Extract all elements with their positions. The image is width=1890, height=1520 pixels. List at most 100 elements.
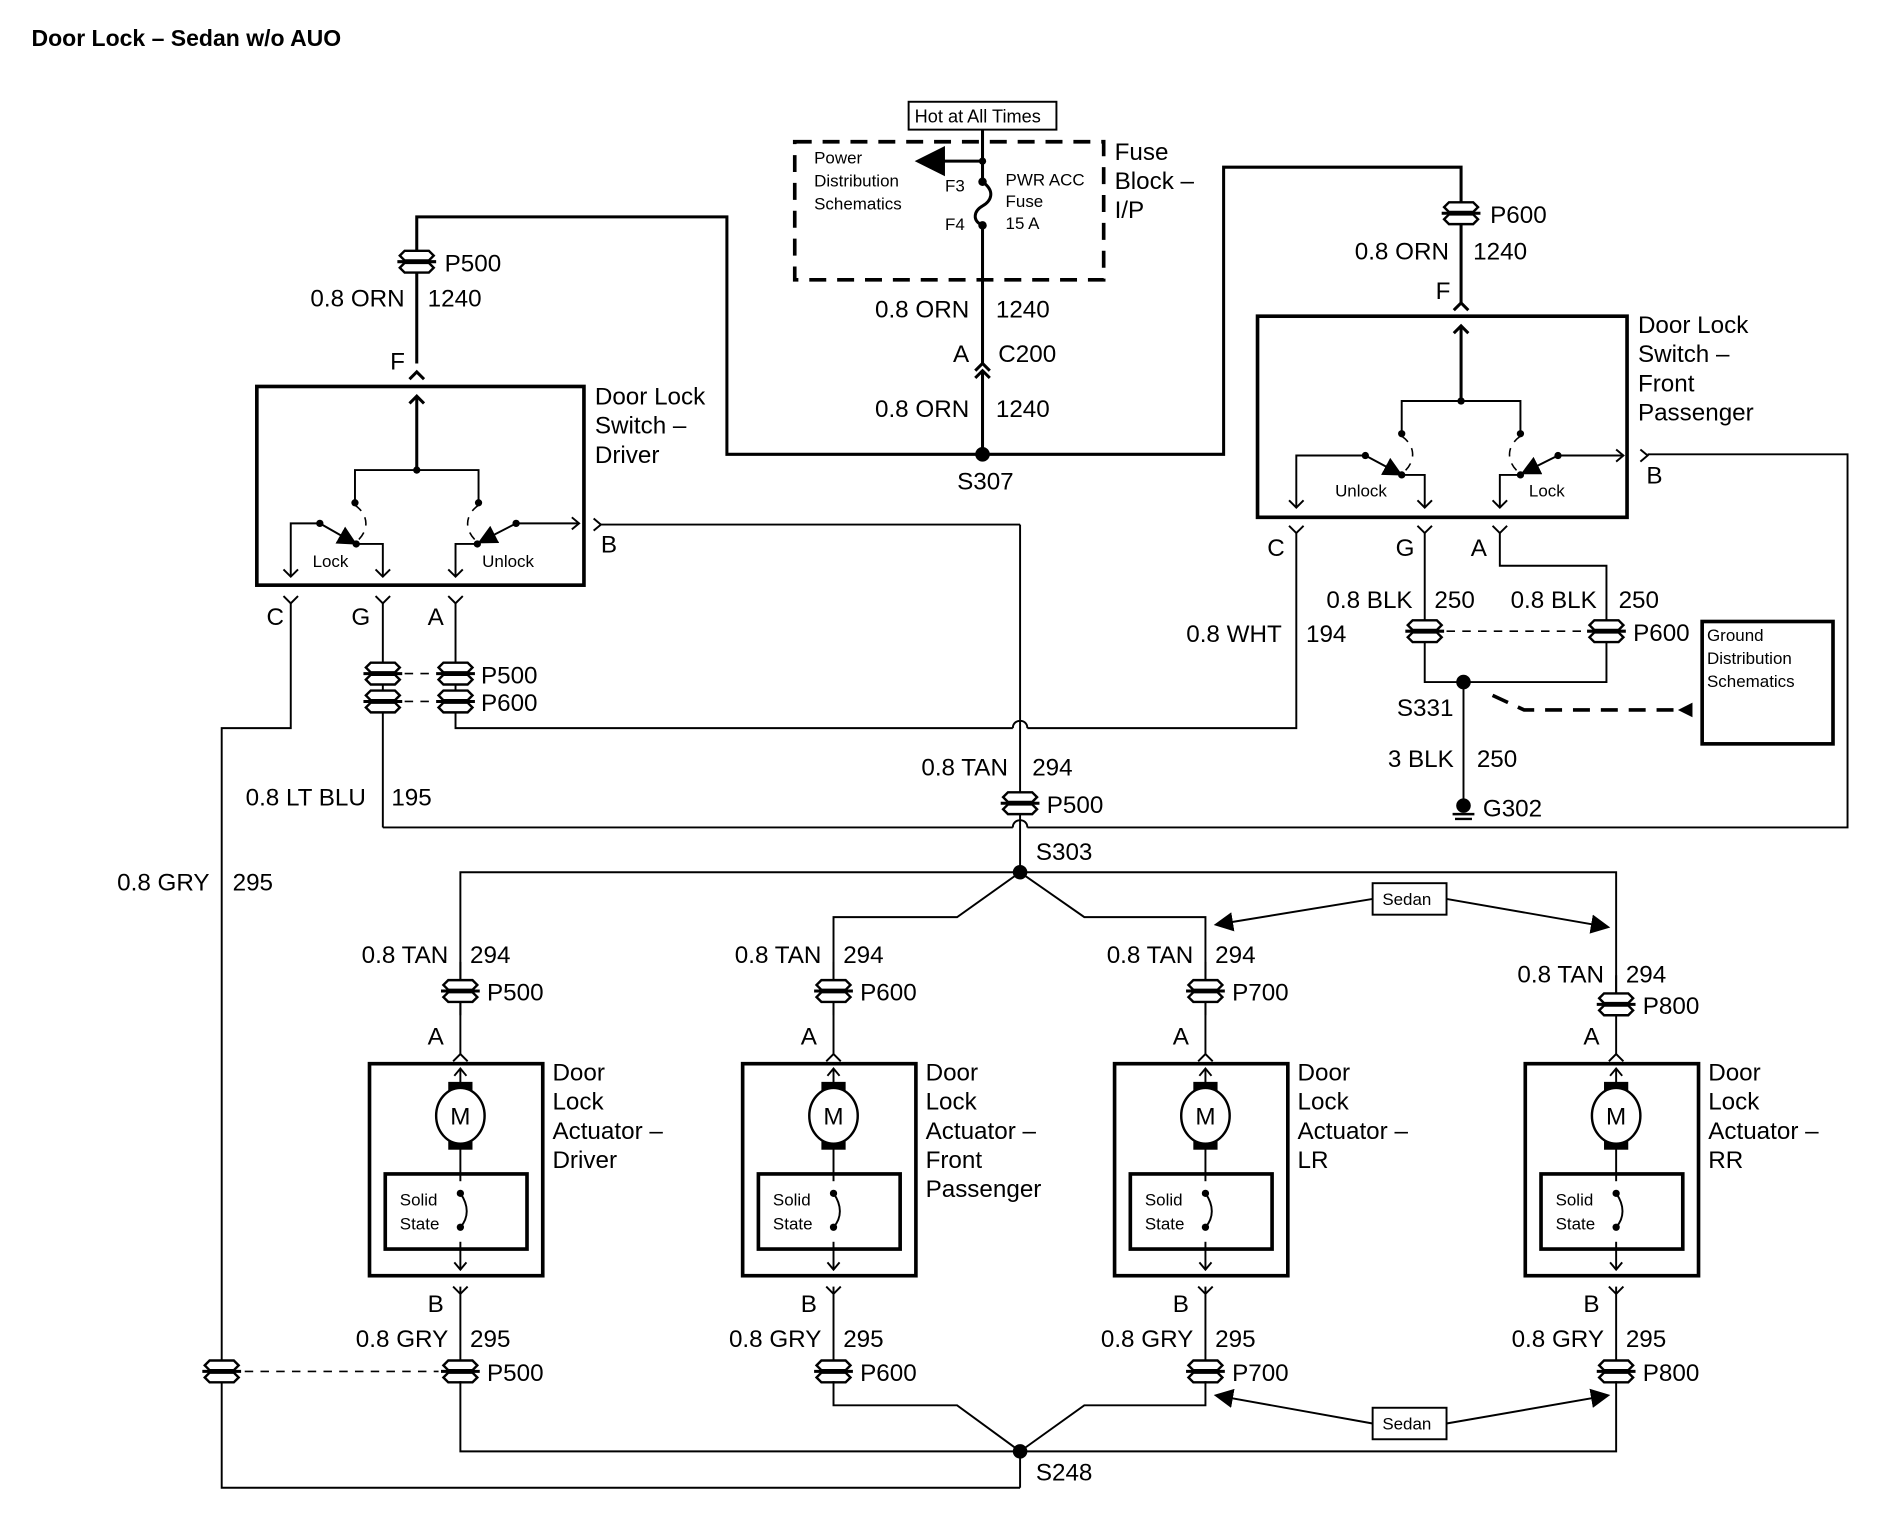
fuse-block-name: Fuse Block – I/P (1115, 139, 1201, 224)
pin-f-label: F (1436, 278, 1451, 305)
pin-c-label: C (1267, 535, 1285, 562)
connector-label: P600 (860, 1360, 917, 1387)
inline-connector-p600 (1440, 200, 1482, 226)
motor-icon (1180, 1086, 1231, 1145)
feed-circuit: 0.8 ORN 1240 A C200 0.8 ORN 1240 S307 (415, 165, 1463, 495)
wire-color-label: 0.8 BLK (1326, 587, 1412, 614)
solid-state-box (1539, 1172, 1685, 1251)
inline-connector-p500 (439, 978, 482, 1004)
actuator-box (1112, 1061, 1290, 1278)
wire-color-label: 0.8 LT BLU (246, 785, 366, 812)
pin-b-label: B (801, 1291, 817, 1318)
pin-b-label: B (1583, 1291, 1599, 1318)
splice-s331-label: S331 (1397, 695, 1454, 722)
splice-s303-label: S303 (1036, 839, 1093, 866)
inline-connector-p500 (439, 1359, 482, 1384)
connector-label: P600 (860, 980, 917, 1007)
pin-f-label: F (390, 349, 405, 376)
wire-color-label: 0.8 ORN (310, 286, 404, 313)
pin-a-label: A (1173, 1023, 1190, 1050)
wire-circuit-label: 294 (1215, 942, 1255, 969)
pin-a-label: A (801, 1023, 818, 1050)
wire-circuit-label: 295 (1626, 1326, 1666, 1353)
wire-color-label: 0.8 GRY (117, 869, 209, 896)
wire-circuit-label: 294 (1626, 962, 1666, 989)
solid-state-box (1128, 1172, 1274, 1251)
inline-connector-p800 (1595, 1359, 1638, 1384)
wire-color-label: 0.8 TAN (735, 942, 822, 969)
wire-circuit-label: 294 (1032, 754, 1072, 781)
inline-connector-p700 (1184, 1359, 1227, 1384)
motor-icon (1590, 1086, 1642, 1145)
splice-s248 (1012, 1444, 1028, 1459)
ground-ref-arrow-icon (1677, 702, 1693, 718)
wire-color-label: 0.8 GRY (1101, 1326, 1193, 1353)
fuse-rating-label: PWR ACC Fuse 15 A (1006, 170, 1090, 233)
sedan-label: Sedan (1382, 890, 1431, 909)
fuse-block: Hot at All Times Fuse Block – I/P Power … (792, 100, 1201, 282)
connector-pin-label: A (953, 341, 970, 368)
fuse-f4-label: F4 (945, 215, 965, 234)
connector-label: P700 (1232, 980, 1289, 1007)
wire-circuit-label: 295 (1215, 1326, 1255, 1353)
inline-connector-p600 (1585, 618, 1628, 644)
connector-label: P600 (1633, 620, 1690, 647)
wire-circuit-label: 295 (233, 869, 273, 896)
wire-circuit-label: 194 (1306, 621, 1346, 648)
connector-label: P600 (1490, 202, 1547, 229)
inline-connector-p500 (434, 661, 477, 687)
inline-connector-p500 (999, 790, 1041, 816)
wire-color-label: 0.8 ORN (875, 296, 969, 323)
wire-color-label: 0.8 ORN (1355, 238, 1449, 265)
connector-label: P500 (445, 250, 502, 277)
wire-color-label: 3 BLK (1388, 746, 1454, 773)
inline-connector-p600 (812, 978, 855, 1004)
connector-label: P700 (1232, 1360, 1289, 1387)
fuse-block-outline (792, 139, 1106, 282)
inline-connector-p600 (434, 689, 477, 714)
wire-color-label: 0.8 GRY (356, 1326, 448, 1353)
connector-c200-label: C200 (998, 341, 1056, 368)
wire-circuit-label: 1240 (996, 296, 1050, 323)
wire-color-label: 0.8 TAN (362, 942, 449, 969)
driver-switch-name: Door Lock Switch – Driver (595, 384, 712, 469)
wire-circuit-label: 1240 (996, 396, 1050, 423)
connector-label: P500 (481, 662, 538, 689)
splice-s307-label: S307 (957, 468, 1014, 495)
ground-icon (1456, 798, 1471, 813)
solid-state-box (383, 1172, 529, 1251)
page-title: Door Lock – Sedan w/o AUO (31, 25, 341, 51)
ground-g302-label: G302 (1483, 796, 1542, 823)
wire-circuit-label: 295 (843, 1326, 883, 1353)
solid-state-box (756, 1172, 902, 1251)
wire-color-label: 0.8 GRY (729, 1326, 821, 1353)
inline-connector-p700 (1184, 978, 1227, 1004)
wire-circuit-label: 250 (1477, 746, 1517, 773)
motor-label: M (450, 1103, 470, 1130)
inline-connector-p800 (1595, 991, 1638, 1017)
actuator-box (1523, 1061, 1701, 1278)
pin-c-label: C (267, 604, 285, 631)
passenger-switch-box (1255, 314, 1629, 520)
pin-b-label: B (1646, 462, 1662, 489)
pin-g-label: G (1396, 535, 1415, 562)
pin-b-label: B (601, 531, 617, 558)
passenger-switch-name: Door Lock Switch – Front Passenger (1638, 312, 1755, 426)
fuse-icon (973, 180, 993, 227)
connector-label: P500 (487, 1360, 544, 1387)
ground-circuit: S331 3 BLK 250 G302 Ground Distribution … (1388, 619, 1835, 823)
driver-switch-box (255, 384, 586, 587)
inline-connector-p500 (395, 249, 438, 275)
splice-s248-label: S248 (1036, 1459, 1093, 1486)
wire-circuit-label: 1240 (428, 286, 482, 313)
wire-circuit-label: 250 (1619, 587, 1659, 614)
